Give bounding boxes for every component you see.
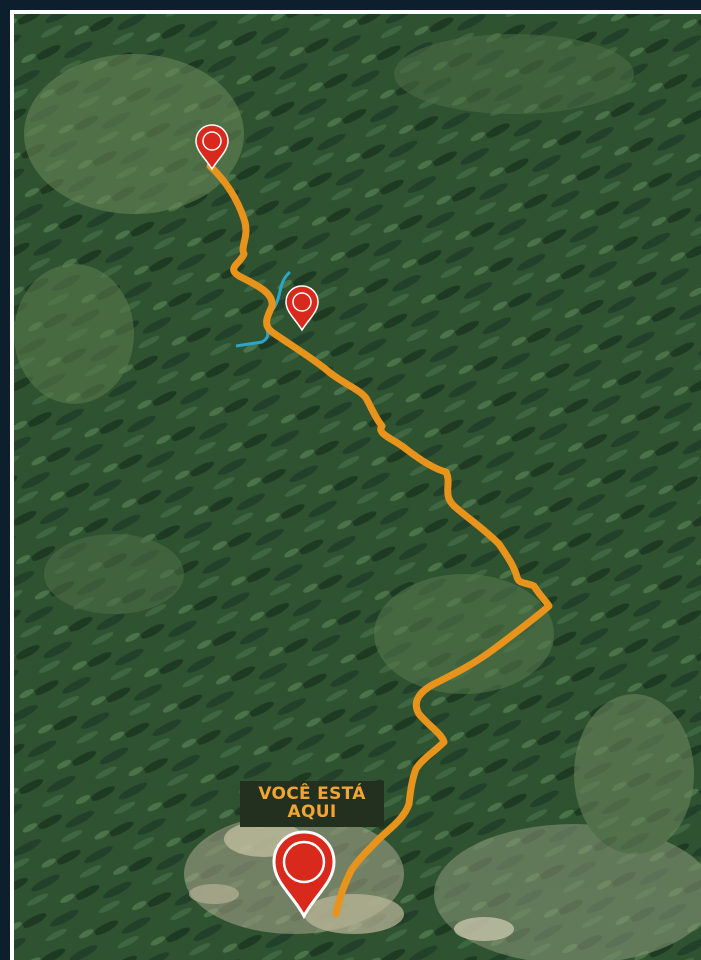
map-canvas	[14, 14, 701, 960]
current-location-label: VOCÊ ESTÁ AQUI	[240, 781, 384, 827]
clearings	[189, 821, 514, 941]
current-location-label-line2: AQUI	[287, 802, 337, 822]
current-location-pin-icon[interactable]	[272, 830, 336, 920]
map-pin-icon[interactable]	[285, 285, 319, 332]
current-location-label-line1: VOCÊ ESTÁ	[258, 784, 366, 804]
satellite-map[interactable]: VOCÊ ESTÁ AQUI	[10, 10, 701, 960]
trail-route	[206, 162, 553, 918]
map-pin-icon[interactable]	[195, 124, 229, 171]
